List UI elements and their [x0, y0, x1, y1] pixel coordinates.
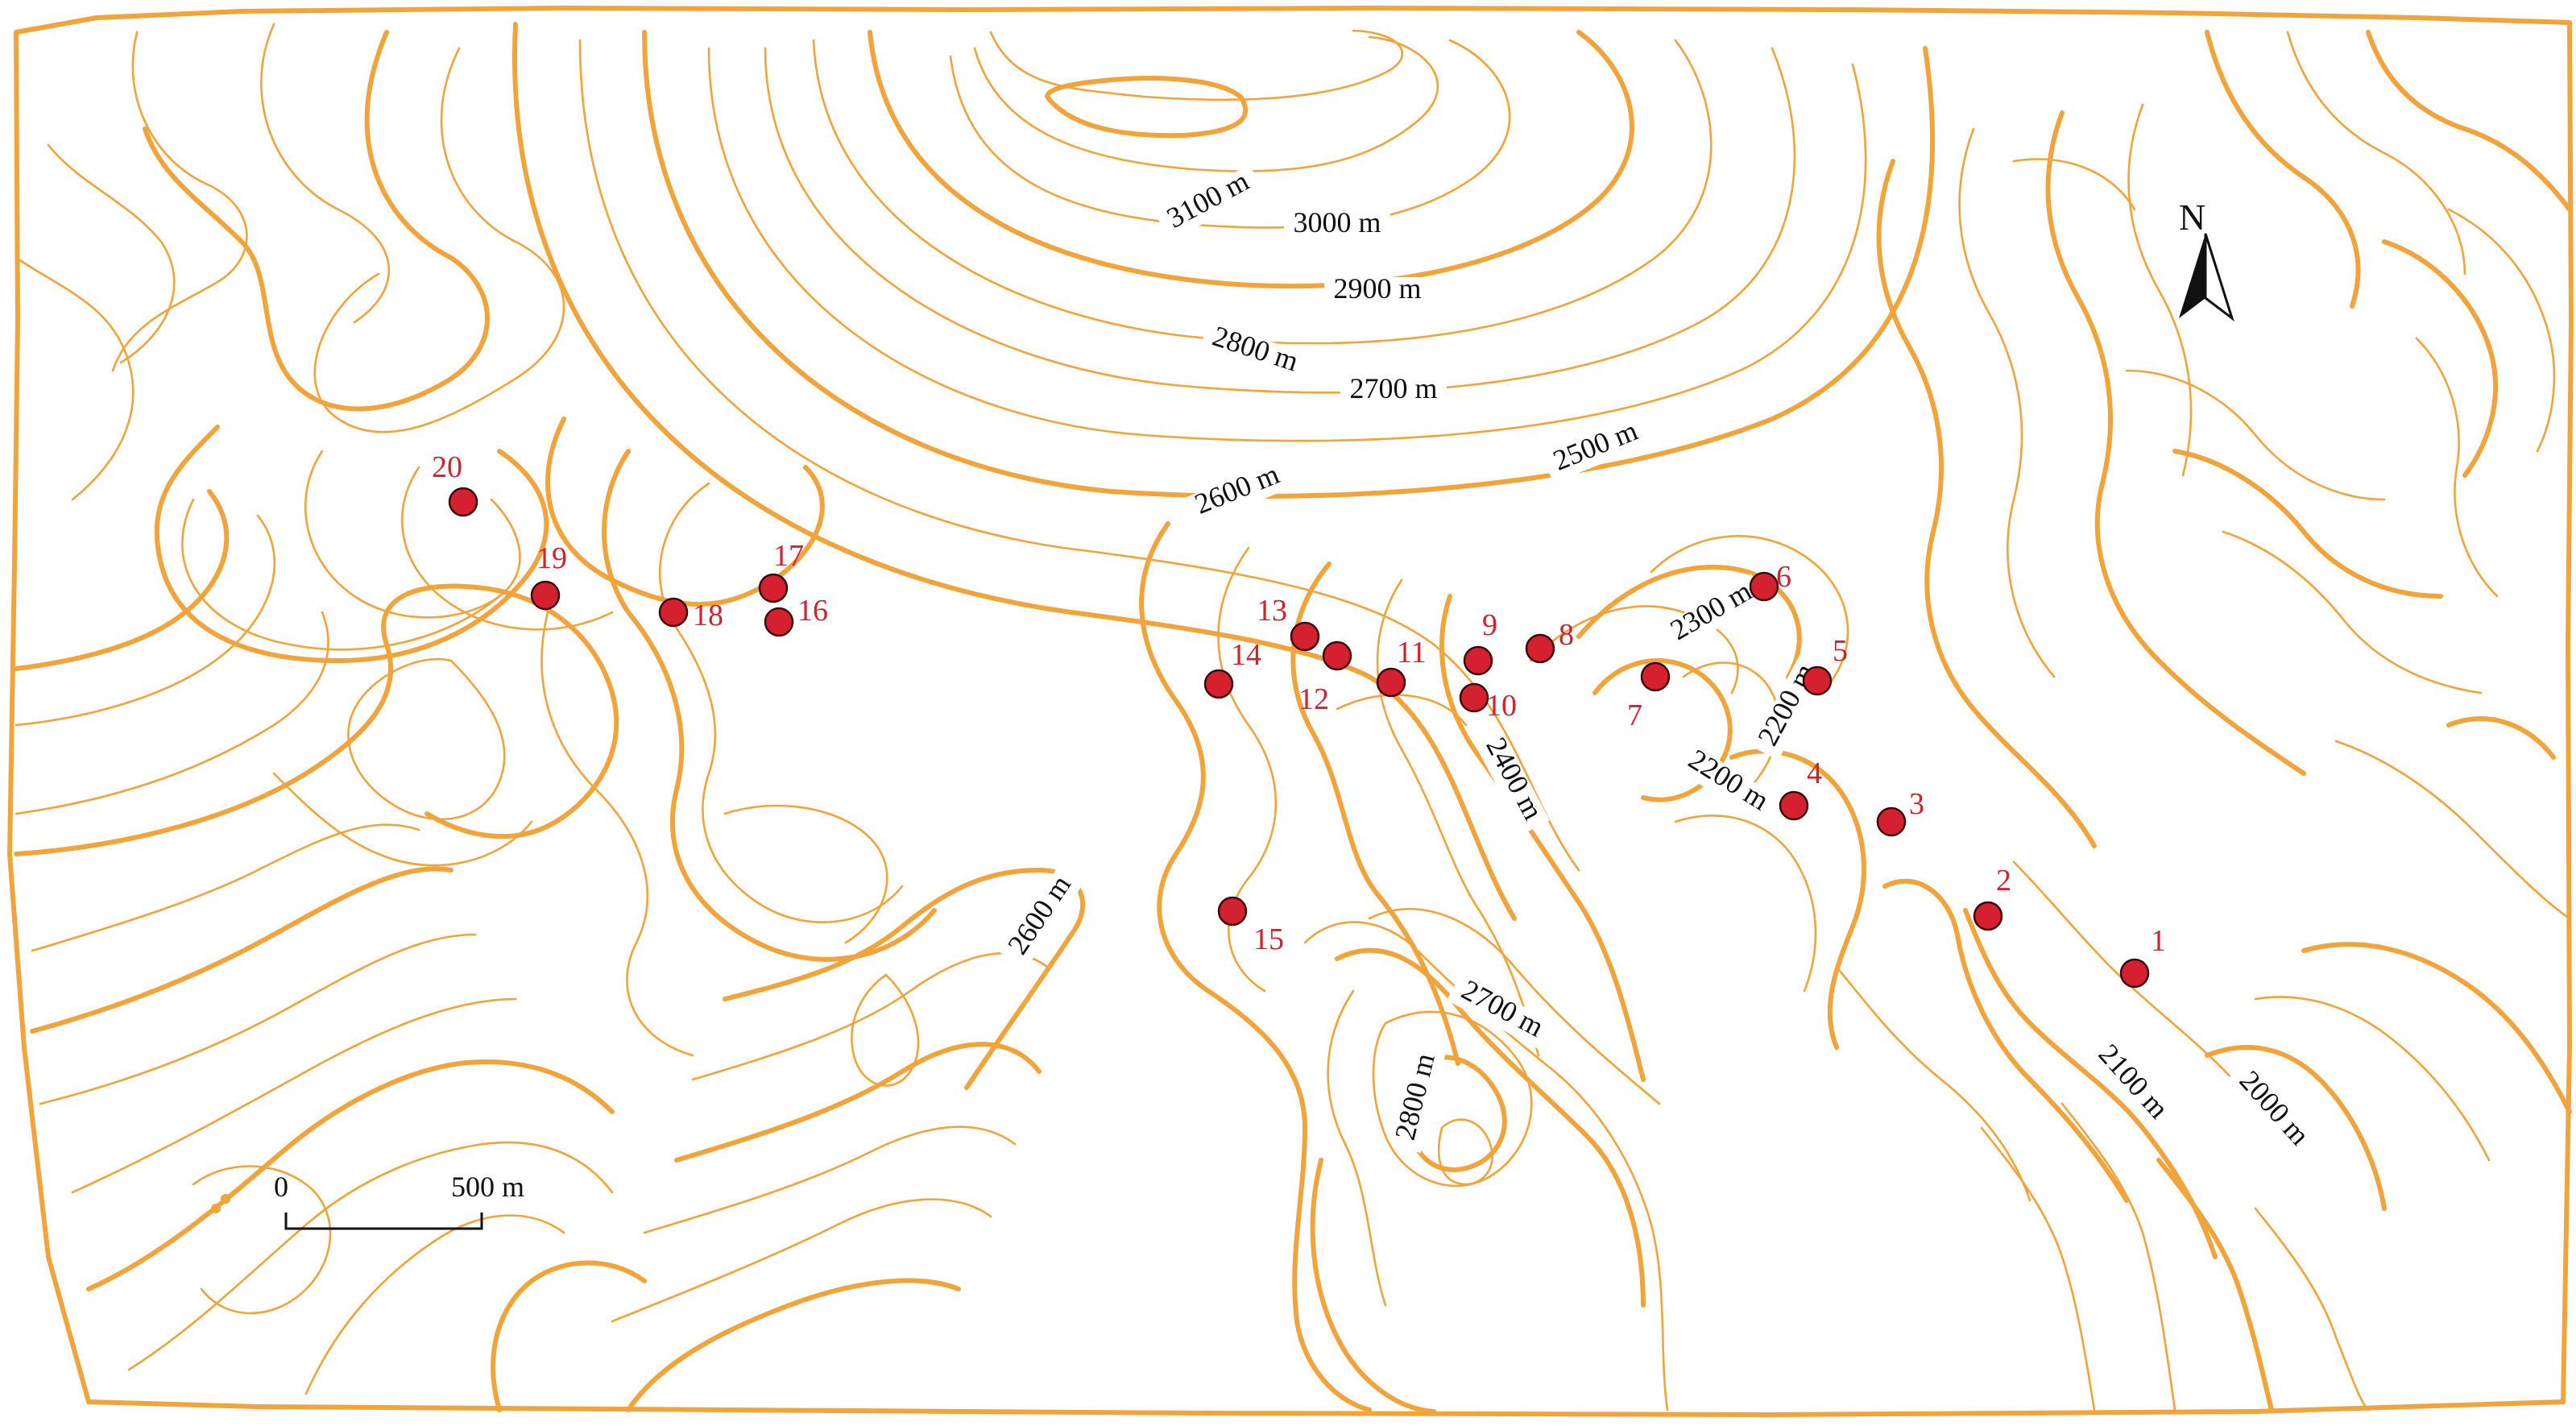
- site-marker-9[interactable]: [1463, 645, 1493, 676]
- contour-label-3100: 3100 m: [1162, 164, 1254, 234]
- site-marker-6[interactable]: [1749, 571, 1779, 602]
- site-label-15: 15: [1253, 922, 1284, 956]
- site-label-6: 6: [1776, 560, 1791, 594]
- contour-label-2400: 2400 m: [1480, 732, 1549, 825]
- scale-dot: [221, 1194, 230, 1204]
- site-marker-18[interactable]: [658, 597, 689, 628]
- scale-end-label: 500 m: [451, 1171, 524, 1203]
- site-marker-3[interactable]: [1876, 806, 1907, 837]
- site-label-18: 18: [693, 599, 723, 632]
- site-label-9: 9: [1482, 608, 1497, 642]
- site-marker-2[interactable]: [1973, 901, 2003, 931]
- site-marker-5[interactable]: [1802, 665, 1833, 696]
- site-label-8: 8: [1559, 618, 1574, 652]
- contour-label-2700-south: 2700 m: [1456, 973, 1549, 1043]
- site-label-1: 1: [2151, 924, 2166, 958]
- north-label: N: [2179, 197, 2205, 238]
- site-marker-17[interactable]: [758, 573, 789, 603]
- sample-sites: 1 2 3 4 5 6 7 8 9 10 11 12 13 14 15 16 1…: [432, 450, 2166, 989]
- site-marker-13[interactable]: [1290, 621, 1320, 652]
- site-label-4: 4: [1807, 757, 1822, 790]
- site-marker-8[interactable]: [1525, 633, 1555, 664]
- site-marker-14[interactable]: [1203, 669, 1234, 699]
- site-label-16: 16: [797, 594, 828, 628]
- site-marker-16[interactable]: [764, 607, 794, 637]
- north-arrow-left: [2179, 234, 2205, 318]
- site-label-12: 12: [1298, 682, 1329, 716]
- site-marker-1[interactable]: [2119, 958, 2150, 989]
- contour-label-2900: 2900 m: [1333, 272, 1421, 305]
- site-marker-7[interactable]: [1640, 661, 1671, 692]
- site-marker-15[interactable]: [1217, 896, 1248, 926]
- scale-line: [284, 1213, 483, 1230]
- site-marker-11[interactable]: [1376, 667, 1406, 698]
- site-marker-10[interactable]: [1459, 682, 1489, 713]
- scale-dot: [211, 1204, 221, 1213]
- site-label-10: 10: [1486, 689, 1517, 723]
- map-boundary: [7, 6, 2574, 1417]
- scale-bar: 0 500 m: [211, 1171, 524, 1230]
- north-arrow-icon: N: [2179, 197, 2234, 322]
- site-label-3: 3: [1909, 787, 1924, 821]
- site-label-13: 13: [1257, 594, 1287, 628]
- contour-label-2600-north: 2600 m: [1190, 458, 1283, 520]
- site-label-5: 5: [1833, 634, 1848, 668]
- contour-lines: [14, 22, 2572, 1414]
- site-label-19: 19: [536, 541, 567, 575]
- site-label-2: 2: [1996, 864, 2011, 897]
- site-marker-4[interactable]: [1779, 790, 1809, 821]
- site-marker-12[interactable]: [1322, 640, 1352, 671]
- north-arrow-right: [2204, 233, 2234, 322]
- site-label-7: 7: [1627, 698, 1642, 732]
- site-label-14: 14: [1231, 638, 1261, 672]
- contour-label-2000: 2000 m: [2234, 1064, 2317, 1151]
- contour-label-2100: 2100 m: [2093, 1038, 2176, 1125]
- site-marker-20[interactable]: [448, 487, 478, 517]
- contour-label-2700-north: 2700 m: [1349, 372, 1437, 404]
- site-label-20: 20: [432, 450, 462, 484]
- site-marker-19[interactable]: [530, 580, 561, 611]
- site-label-17: 17: [773, 539, 804, 573]
- scale-zero-label: 0: [274, 1171, 288, 1203]
- site-label-11: 11: [1397, 636, 1427, 669]
- contour-label-3000: 3000 m: [1293, 206, 1381, 238]
